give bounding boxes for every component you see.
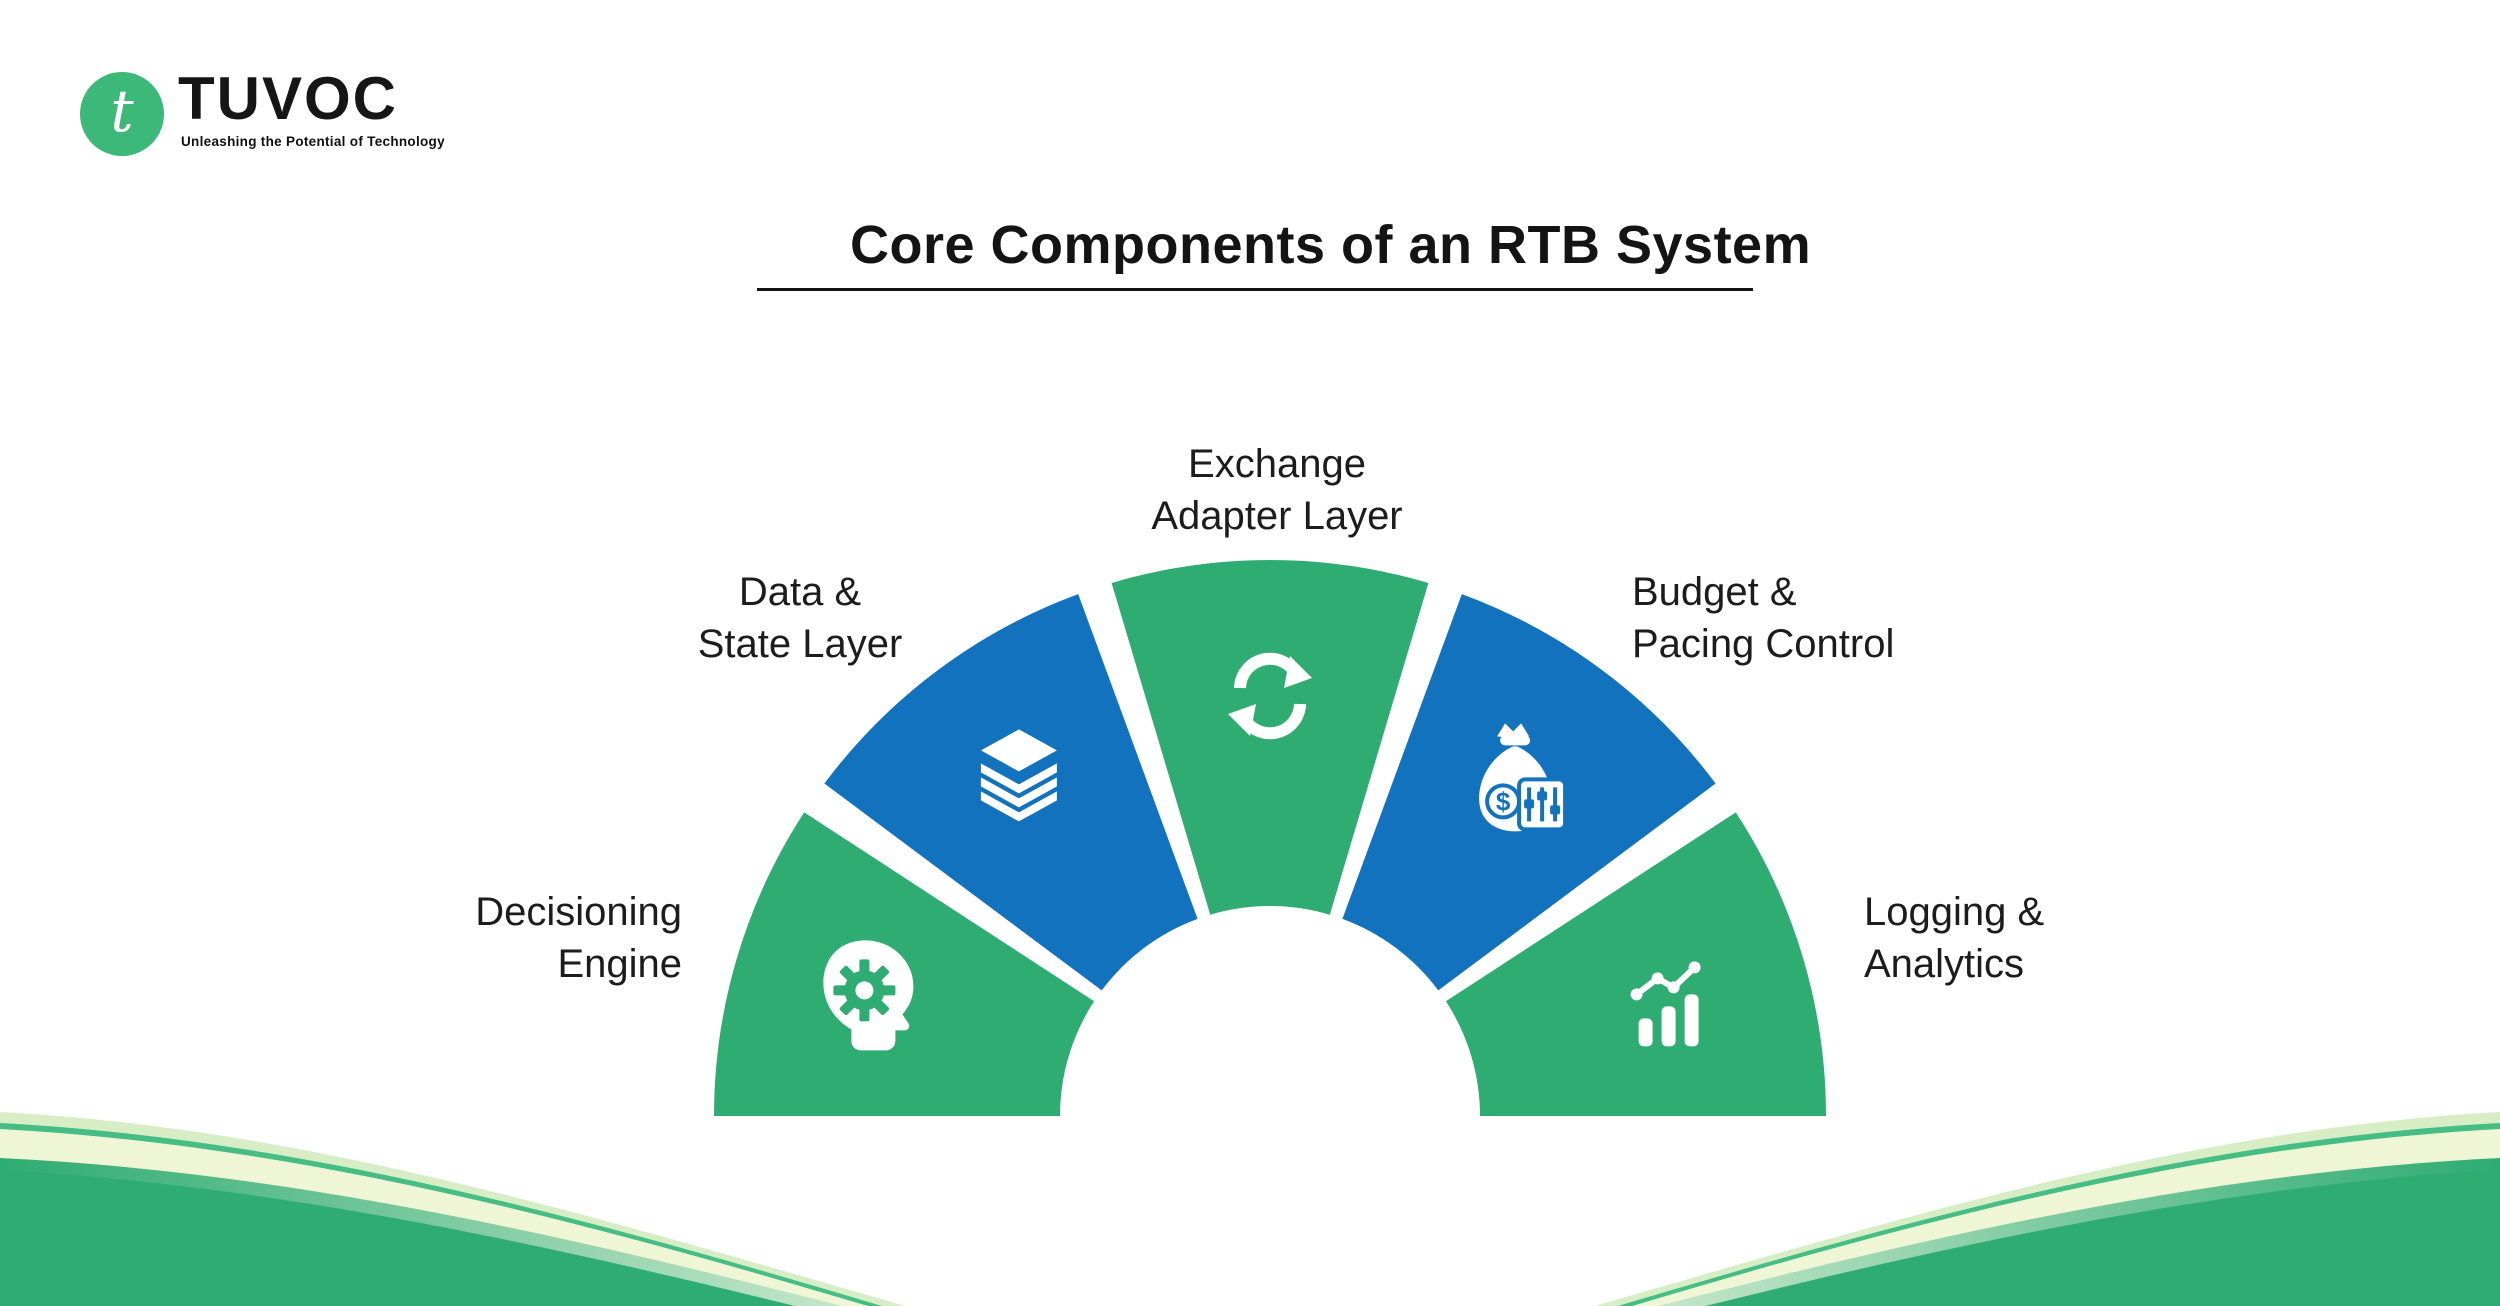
label-logging-analytics: Logging & Analytics	[1864, 890, 2045, 986]
wedge-data-state-layer	[824, 594, 1198, 991]
swoosh-right-decoration	[1595, 1112, 2500, 1306]
swoosh-left-decoration	[0, 1112, 905, 1306]
label-decisioning-engine: Decisioning Engine	[475, 890, 682, 986]
brand-tagline: Unleashing the Potential of Technology	[181, 134, 445, 149]
logo-mark-letter: t	[110, 77, 134, 145]
title-underline	[757, 288, 1753, 291]
label-data-state-layer: Data & State Layer	[697, 570, 903, 666]
logo-mark-icon: t	[80, 72, 164, 156]
wedge-logging-analytics	[1445, 812, 1826, 1116]
label-exchange-adapter-layer: Exchange Adapter Layer	[1151, 442, 1403, 538]
brand-text: TUVOC	[178, 65, 398, 132]
label-budget-pacing-control: Budget & Pacing Control	[1632, 570, 1895, 666]
